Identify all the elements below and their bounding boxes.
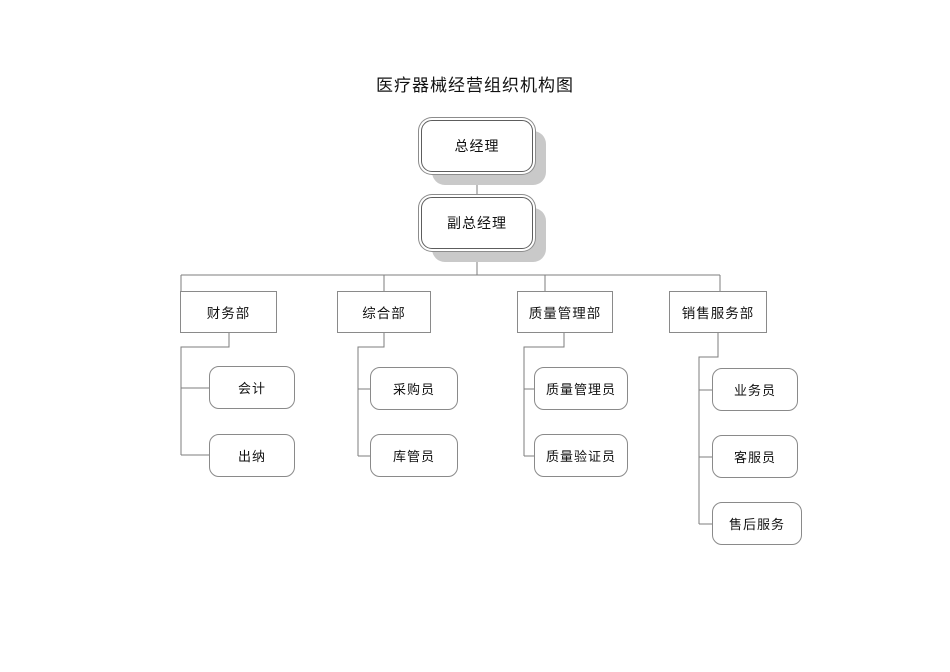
node-quality-validator[interactable]: 质量验证员 — [534, 434, 628, 477]
node-quality-management-department[interactable]: 质量管理部 — [517, 291, 613, 333]
node-general-manager[interactable]: 总经理 — [421, 120, 533, 172]
node-general-manager-label: 总经理 — [454, 140, 500, 155]
node-quality-manager-label: 质量管理员 — [545, 382, 616, 397]
node-quality-manager[interactable]: 质量管理员 — [534, 367, 628, 410]
node-cashier[interactable]: 出纳 — [209, 434, 295, 477]
node-storekeeper[interactable]: 库管员 — [370, 434, 458, 477]
node-general-affairs-department-label: 综合部 — [362, 306, 406, 321]
edge-finance-trunk — [180, 333, 230, 455]
node-storekeeper-label: 库管员 — [392, 449, 435, 464]
page-title: 医疗器械经营组织机构图 — [376, 76, 574, 95]
node-customer-service[interactable]: 客服员 — [712, 435, 798, 478]
node-cashier-label: 出纳 — [237, 449, 266, 464]
node-customer-service-label: 客服员 — [733, 450, 776, 465]
node-purchaser-label: 采购员 — [392, 382, 435, 397]
node-sales-service-department[interactable]: 销售服务部 — [669, 291, 767, 333]
node-sales-service-department-label: 销售服务部 — [681, 306, 755, 321]
node-general-affairs-department[interactable]: 综合部 — [337, 291, 431, 333]
node-after-sales-service-label: 售后服务 — [728, 517, 785, 532]
node-sales-representative-label: 业务员 — [733, 383, 776, 398]
edge-general-trunk — [357, 333, 385, 456]
node-after-sales-service[interactable]: 售后服务 — [712, 502, 802, 545]
node-finance-department[interactable]: 财务部 — [180, 291, 277, 333]
node-deputy-general-manager[interactable]: 副总经理 — [421, 197, 533, 249]
node-purchaser[interactable]: 采购员 — [370, 367, 458, 410]
node-quality-management-department-label: 质量管理部 — [528, 306, 602, 321]
node-finance-department-label: 财务部 — [206, 306, 251, 321]
edge-sales-trunk — [698, 333, 719, 524]
node-quality-validator-label: 质量验证员 — [545, 449, 616, 464]
node-accountant-label: 会计 — [237, 381, 266, 396]
edge-quality-trunk — [523, 333, 565, 456]
node-sales-representative[interactable]: 业务员 — [712, 368, 798, 411]
node-accountant[interactable]: 会计 — [209, 366, 295, 409]
node-deputy-general-manager-label: 副总经理 — [447, 217, 507, 232]
